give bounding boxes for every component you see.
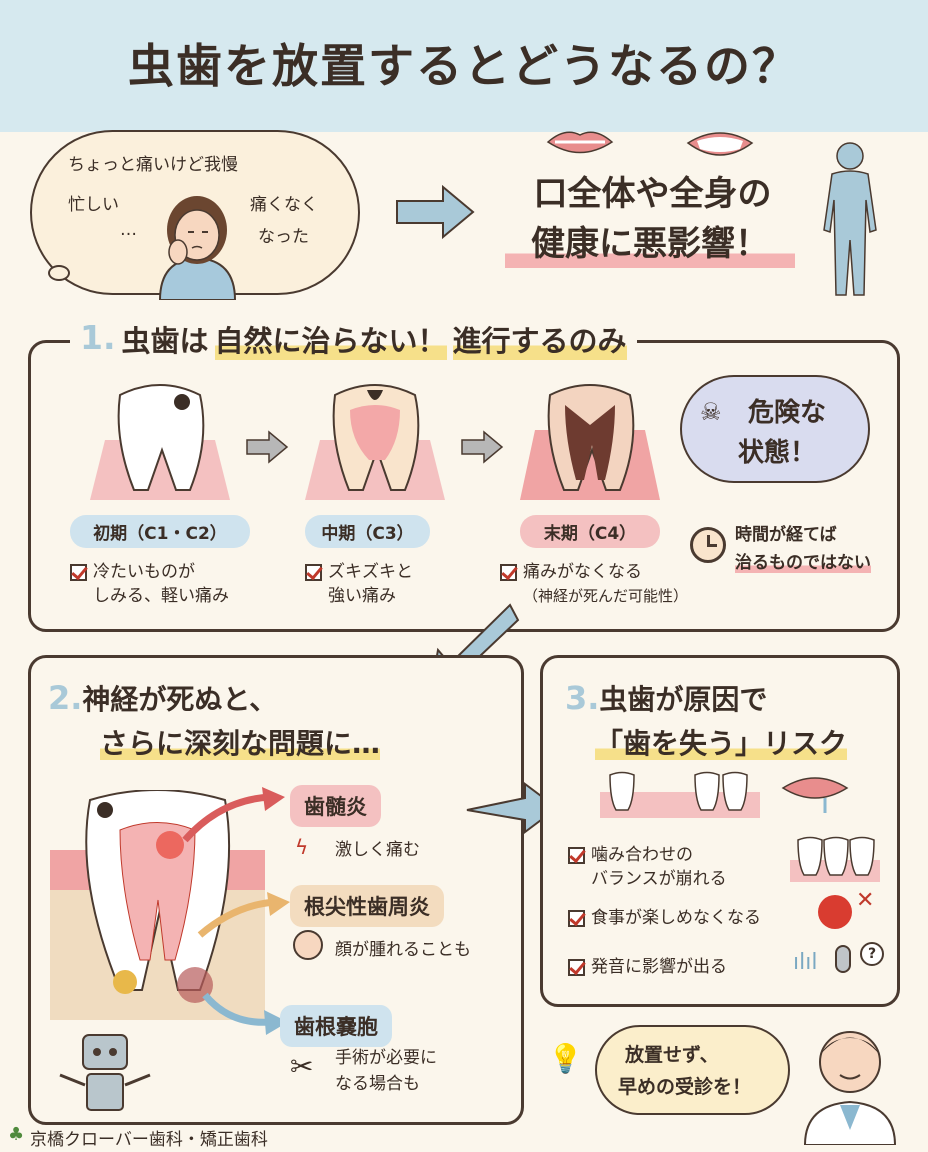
woman-toothache-icon bbox=[158, 196, 237, 300]
stage-early-desc-1: 冷たいものが bbox=[93, 562, 195, 582]
tooth-middle-icon bbox=[305, 384, 445, 500]
checkbox-icon bbox=[500, 564, 517, 581]
dentist-icon bbox=[803, 1031, 897, 1145]
section-1-number: 1. bbox=[80, 318, 116, 357]
thought-text-2: 忙しい bbox=[68, 195, 119, 215]
page-title: 虫歯を放置するとどうなるの？ bbox=[128, 39, 800, 93]
risk-item-1-text-1: 噛み合わせの bbox=[591, 845, 693, 865]
section-1-title-b: 自然に治らない！ bbox=[214, 318, 447, 360]
advice-bubble bbox=[595, 1025, 790, 1115]
cyst-desc-2: なる場合も bbox=[335, 1074, 420, 1094]
stage-late-label: 末期（C4） bbox=[520, 515, 660, 548]
arrow-periodontitis-icon bbox=[197, 892, 290, 938]
sound-wave-icon: ılıl bbox=[793, 950, 818, 975]
stage-late-desc-2: （神経が死んだ可能性） bbox=[523, 587, 689, 605]
section-3-number: 3. bbox=[565, 679, 600, 717]
stage-middle-desc: ズキズキと強い痛み bbox=[305, 560, 413, 608]
thought-text-5: なった bbox=[258, 227, 309, 247]
cyst-desc-1: 手術が必要に bbox=[335, 1048, 437, 1068]
thought-text-4: 痛くなく bbox=[250, 195, 318, 215]
clock-icon bbox=[690, 527, 726, 563]
advice-line-1: 放置せず、 bbox=[625, 1044, 719, 1066]
checkbox-icon bbox=[568, 847, 585, 864]
cross-icon: ✕ bbox=[856, 888, 875, 913]
thought-text-3: … bbox=[120, 220, 137, 240]
clinic-name: 京橋クローバー歯科・矯正歯科 bbox=[30, 1130, 268, 1150]
danger-line-2: 状態！ bbox=[738, 438, 817, 468]
mouth-drip-icon bbox=[781, 777, 849, 813]
microphone-icon bbox=[835, 945, 851, 973]
checkbox-icon bbox=[568, 910, 585, 927]
section-3-title: 3.虫歯が原因で 「歯を失う」リスク bbox=[565, 676, 848, 766]
stage-middle-label: 中期（C3） bbox=[305, 515, 430, 548]
time-note-1: 時間が経てば bbox=[735, 525, 837, 545]
question-icon: ? bbox=[860, 942, 884, 966]
arrow-right-icon bbox=[396, 185, 475, 240]
risk-item-2: 食事が楽しめなくなる bbox=[568, 906, 761, 930]
missing-teeth-icon bbox=[600, 771, 760, 818]
clover-icon: ♣ bbox=[8, 1124, 25, 1145]
section-1-title-c: 進行するのみ bbox=[452, 318, 627, 360]
danger-line-1: 危険な bbox=[748, 398, 827, 428]
stage-middle-desc-2: 強い痛み bbox=[328, 586, 396, 606]
tools-icon: ✂ bbox=[290, 1050, 314, 1083]
section-3-title-1: 虫歯が原因で bbox=[599, 683, 768, 716]
broken-teeth-icon bbox=[790, 836, 880, 882]
arrow-cyst-icon bbox=[202, 992, 288, 1035]
stage-early-desc: 冷たいものがしみる、軽い痛み bbox=[70, 560, 229, 608]
pulpitis-desc: 激しく痛む bbox=[335, 840, 420, 860]
stage-early-desc-2: しみる、軽い痛み bbox=[93, 586, 229, 606]
pain-icon: ϟ bbox=[295, 835, 309, 859]
swollen-face-icon bbox=[293, 930, 323, 960]
arrow-stage-1-icon bbox=[246, 430, 289, 464]
stage-late-desc: 痛みがなくなる （神経が死んだ可能性） bbox=[500, 560, 688, 608]
section-2-number: 2. bbox=[48, 679, 83, 717]
section-2-title-2: さらに深刻な問題に… bbox=[100, 727, 381, 760]
risk-item-2-text: 食事が楽しめなくなる bbox=[591, 908, 761, 928]
risk-item-1: 噛み合わせのバランスが崩れる bbox=[568, 843, 727, 891]
periodontitis-desc: 顔が腫れることも bbox=[335, 940, 471, 960]
stage-late-desc-1: 痛みがなくなる bbox=[523, 562, 642, 582]
stage-early-label: 初期（C1・C2） bbox=[70, 515, 250, 548]
danger-bubble bbox=[680, 375, 870, 483]
header-band bbox=[0, 0, 928, 132]
stage-middle-desc-1: ズキズキと bbox=[328, 562, 413, 582]
lightbulb-icon: 💡 bbox=[548, 1042, 583, 1075]
section-2-title-1: 神経が死ぬと、 bbox=[82, 683, 278, 716]
thought-text-1: ちょっと痛いけど我慢 bbox=[68, 155, 238, 175]
checkbox-icon bbox=[70, 564, 87, 581]
cyst-desc: 手術が必要になる場合も bbox=[335, 1045, 437, 1097]
risk-item-3-text: 発音に影響が出る bbox=[591, 957, 727, 977]
thought-dot bbox=[48, 265, 70, 281]
advice-line-2: 早めの受診を！ bbox=[618, 1076, 752, 1098]
time-note-2: 治るものではない bbox=[735, 548, 871, 573]
result-line-1: 口全体や全身の bbox=[533, 174, 772, 214]
cyst-label: 歯根嚢胞 bbox=[280, 1005, 392, 1047]
robot-icon bbox=[59, 1034, 151, 1111]
result-line-2: 健康に悪影響！ bbox=[505, 220, 795, 268]
checkbox-icon bbox=[305, 564, 322, 581]
arrow-pulpitis-icon bbox=[182, 787, 285, 843]
section-3-title-2: 「歯を失う」リスク bbox=[595, 727, 848, 760]
apple-icon bbox=[818, 895, 852, 929]
risk-item-1-text-2: バランスが崩れる bbox=[591, 869, 727, 889]
tooth-late-icon bbox=[520, 384, 660, 500]
section-2-title: 2.神経が死ぬと、 さらに深刻な問題に… bbox=[48, 676, 381, 766]
skull-icon: ☠ bbox=[700, 398, 722, 426]
section-1-title-a: 虫歯は bbox=[121, 324, 209, 358]
pulpitis-label: 歯髄炎 bbox=[290, 785, 381, 827]
periodontitis-label: 根尖性歯周炎 bbox=[290, 885, 444, 927]
risk-item-3: 発音に影響が出る bbox=[568, 955, 727, 979]
mouth-teeth-icon bbox=[686, 132, 754, 156]
arrow-stage-2-icon bbox=[461, 430, 504, 464]
tooth-cross-section-icon bbox=[50, 790, 265, 1020]
checkbox-icon bbox=[568, 959, 585, 976]
human-body-icon bbox=[823, 142, 877, 296]
tooth-early-icon bbox=[90, 384, 230, 500]
lips-icon bbox=[546, 131, 614, 154]
section-1-title: 1. 虫歯は 自然に治らない！ 進行するのみ bbox=[70, 318, 637, 360]
